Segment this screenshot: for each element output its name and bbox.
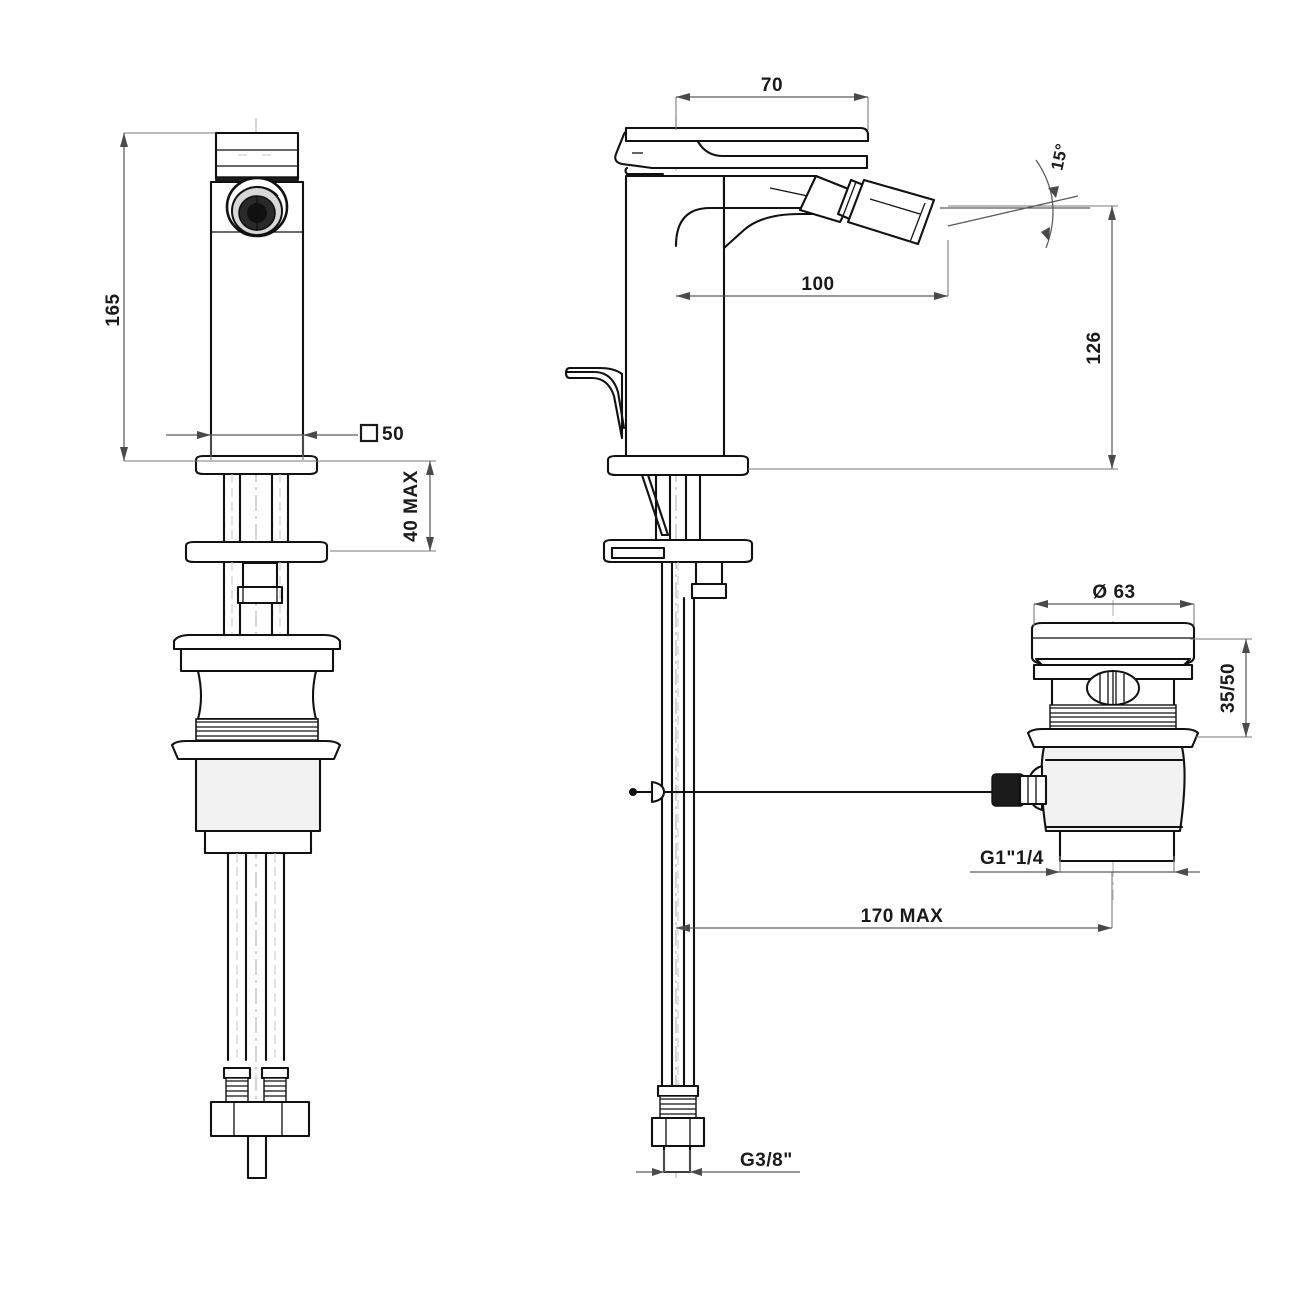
front-cartridge-body — [194, 757, 322, 855]
dim-label-15deg: 15° — [1047, 142, 1071, 173]
front-aerator-nozzle — [225, 176, 289, 238]
side-popup-lift-rod — [564, 366, 626, 440]
drain-flange — [1026, 727, 1200, 749]
dim-label-50: 50 — [382, 424, 404, 445]
drain-lower-barrel — [1040, 745, 1186, 833]
front-lower-flange — [170, 739, 342, 761]
front-washer-plate — [184, 540, 329, 564]
dim-label-165: 165 — [103, 293, 124, 326]
side-aerator-housing — [846, 178, 936, 246]
side-hose-end-fitting — [650, 1084, 706, 1174]
dimension-spout-100: 100 — [676, 240, 949, 300]
side-flexible-hoses — [660, 560, 696, 1088]
dimension-hose-170max: 170 MAX — [676, 872, 1113, 932]
side-popup-pull-rod — [629, 780, 1002, 804]
front-waisted-barrel — [196, 669, 318, 721]
dim-label-126: 126 — [1084, 331, 1105, 364]
drain-pivot-ball-joint — [991, 764, 1048, 812]
dimension-35-50: 35/50 — [1190, 638, 1252, 738]
dimension-height-126: 126 — [748, 205, 1118, 470]
dimension-diameter-63: Ø 63 — [1033, 582, 1195, 626]
dimension-40-max: 40 MAX — [325, 460, 436, 552]
side-body-column — [624, 174, 726, 462]
drain-overflow-slot-icon — [1086, 670, 1140, 706]
dimension-thread-g38: G3/8" — [636, 1150, 800, 1176]
dimension-height-165: 165 — [103, 132, 330, 462]
dim-label-g38: G3/8" — [740, 1150, 793, 1171]
side-locking-nut — [690, 560, 728, 600]
side-mounting-shank — [654, 473, 702, 550]
front-flexible-hoses — [226, 851, 286, 1062]
front-hose-ferrules — [222, 1066, 290, 1103]
front-handle-cap — [214, 131, 300, 183]
dim-label-170max: 170 MAX — [861, 906, 944, 927]
front-mounting-shank — [222, 472, 290, 550]
front-base-escutcheon — [194, 454, 319, 476]
front-upper-flange — [172, 633, 342, 673]
dim-label-g114: G1"1/4 — [980, 848, 1044, 869]
front-locking-nut — [236, 561, 284, 605]
front-elevation-view: 165 50 40 MAX — [103, 118, 436, 1180]
dim-label-70: 70 — [761, 75, 783, 96]
drain-thread-band — [1049, 704, 1177, 732]
dim-label-100: 100 — [801, 274, 834, 295]
dimension-spout-70: 70 — [675, 75, 869, 130]
front-tail-pipe — [246, 1134, 268, 1180]
popup-waste-detail-view: Ø 63 35/50 G1"1/4 — [970, 582, 1252, 900]
front-hex-nut — [209, 1100, 311, 1138]
dim-label-diameter63: Ø 63 — [1092, 582, 1135, 603]
dim-label-3550: 35/50 — [1218, 663, 1239, 713]
dim-label-40max: 40 MAX — [401, 470, 422, 542]
drain-bottom-spigot — [1058, 829, 1176, 863]
dimension-thread-g114: G1"1/4 — [970, 848, 1200, 876]
dimension-square-50: 50 — [166, 423, 404, 460]
side-base-escutcheon — [606, 454, 750, 477]
square-symbol-icon — [359, 423, 379, 443]
side-elevation-view: 70 100 126 15° — [564, 75, 1118, 1180]
drain-top-cap — [1030, 621, 1196, 669]
side-washer-plate — [602, 538, 754, 564]
side-lever-handle — [614, 126, 870, 176]
dimension-angle-15: 15° — [940, 142, 1090, 249]
